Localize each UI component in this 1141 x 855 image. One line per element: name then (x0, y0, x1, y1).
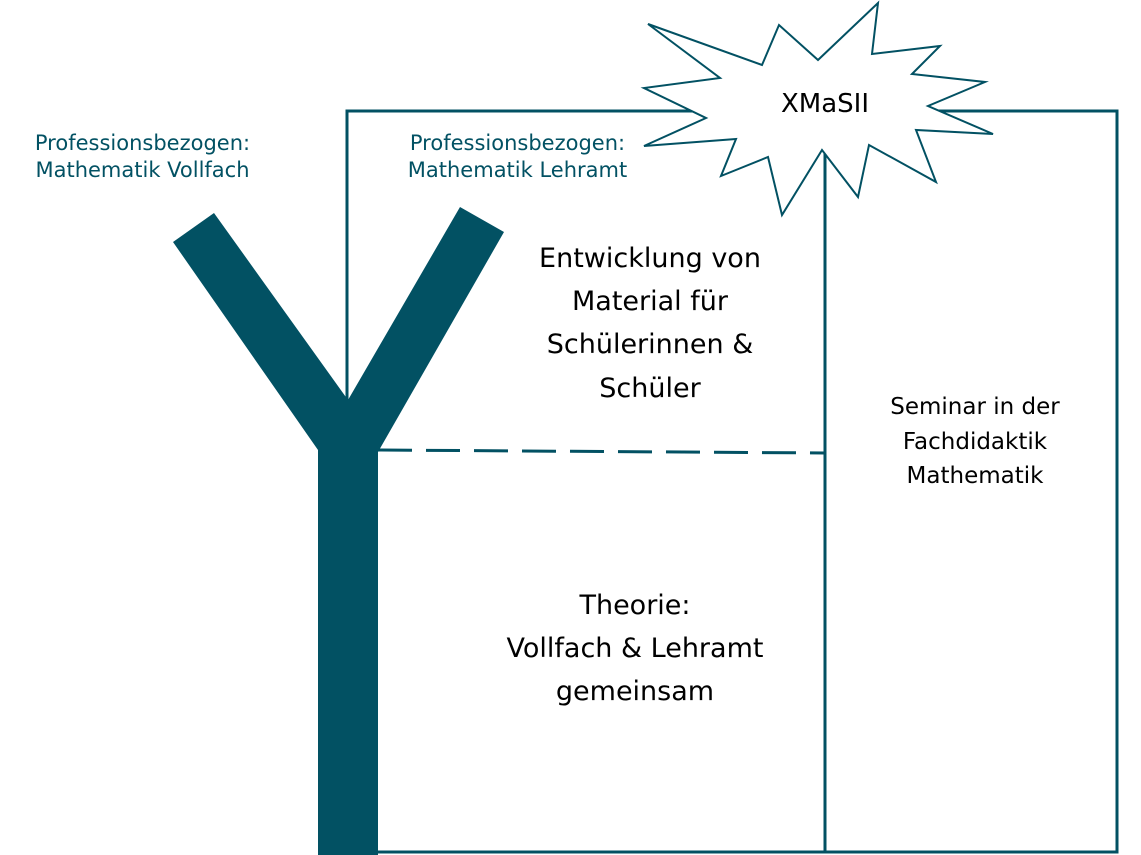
label-lehramt: Professionsbezogen: Mathematik Lehramt (385, 130, 650, 185)
label-line: Theorie: (579, 590, 691, 621)
box-outline-right (378, 109, 1119, 854)
starburst-label: XMaSII (780, 89, 870, 119)
label-line: Schülerinnen & (546, 329, 754, 361)
label-theorie: Theorie: Vollfach & Lehramt gemeinsam (480, 584, 790, 714)
y-shape-icon (173, 207, 504, 855)
starburst-icon (640, 0, 994, 218)
label-line: Vollfach & Lehramt (506, 633, 764, 665)
label-line: Mathematik Lehramt (407, 158, 628, 183)
divider-dashed (377, 448, 826, 455)
label-seminar: Seminar in der Fachdidaktik Mathematik (840, 390, 1110, 494)
label-line: Professionsbezogen: (409, 131, 626, 155)
label-line: Entwicklung von (539, 243, 761, 274)
label-material: Entwicklung von Material für Schülerinne… (500, 237, 800, 410)
label-line: Professionsbezogen: (34, 131, 251, 155)
label-line: Fachdidaktik (902, 428, 1048, 455)
label-line: gemeinsam (555, 676, 715, 708)
label-line: Mathematik (906, 463, 1044, 489)
label-line: Seminar in der (890, 394, 1060, 420)
label-line: Material für (572, 286, 728, 318)
label-line: Schüler (599, 372, 701, 404)
box-outline-left (345, 109, 705, 400)
label-vollfach: Professionsbezogen: Mathematik Vollfach (10, 130, 275, 185)
label-line: Mathematik Vollfach (35, 158, 250, 183)
